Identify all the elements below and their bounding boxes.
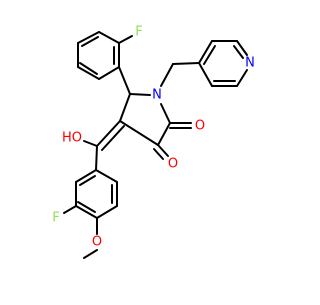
atom-label-fluorine-top: F: [135, 25, 142, 40]
atom-label-oxygen-lower: O: [168, 157, 178, 172]
atom-label-group: F N N HO O O F O: [52, 25, 255, 250]
bond: [119, 93, 131, 122]
atom-label-methoxy-oxygen: O: [92, 235, 102, 250]
bond: [77, 66, 100, 80]
bond: [172, 62, 200, 65]
bond: [77, 31, 100, 44]
bond: [98, 66, 120, 80]
atom-label-oxygen-right: O: [195, 119, 205, 134]
atom-label-nitrogen-pyridine: N: [245, 56, 255, 71]
bond: [198, 62, 213, 87]
bond: [96, 120, 121, 147]
bond: [79, 62, 98, 75]
bond: [77, 201, 96, 213]
molecule-structure: F N N HO O O F O: [52, 25, 255, 259]
bond: [79, 175, 96, 186]
bond: [236, 40, 248, 56]
bond: [75, 205, 98, 219]
bond: [98, 31, 120, 44]
bond: [75, 169, 97, 183]
bond: [157, 144, 169, 157]
bond: [129, 93, 151, 96]
bond: [160, 63, 174, 87]
bond: [95, 145, 98, 171]
bond: [160, 103, 171, 124]
bond: [198, 40, 213, 64]
structure-canvas: F N N HO O O F O: [52, 25, 255, 259]
bond: [101, 125, 125, 151]
bond: [83, 140, 98, 147]
bond: [233, 45, 244, 59]
bond: [81, 36, 99, 47]
bond: [203, 45, 216, 65]
bond: [96, 205, 118, 219]
atom-label-hydroxyl: HO: [62, 131, 82, 146]
atom-label-nitrogen-ring: N: [152, 88, 162, 103]
bond-group: [63, 31, 248, 259]
bond: [119, 120, 159, 146]
bond: [83, 249, 98, 259]
bond: [157, 122, 171, 146]
bond: [153, 148, 164, 160]
bond: [95, 169, 118, 183]
atom-label-fluorine-bottom: F: [52, 211, 59, 226]
bond: [118, 66, 131, 95]
bond: [118, 35, 133, 44]
bond: [236, 69, 248, 87]
bond: [63, 205, 77, 214]
